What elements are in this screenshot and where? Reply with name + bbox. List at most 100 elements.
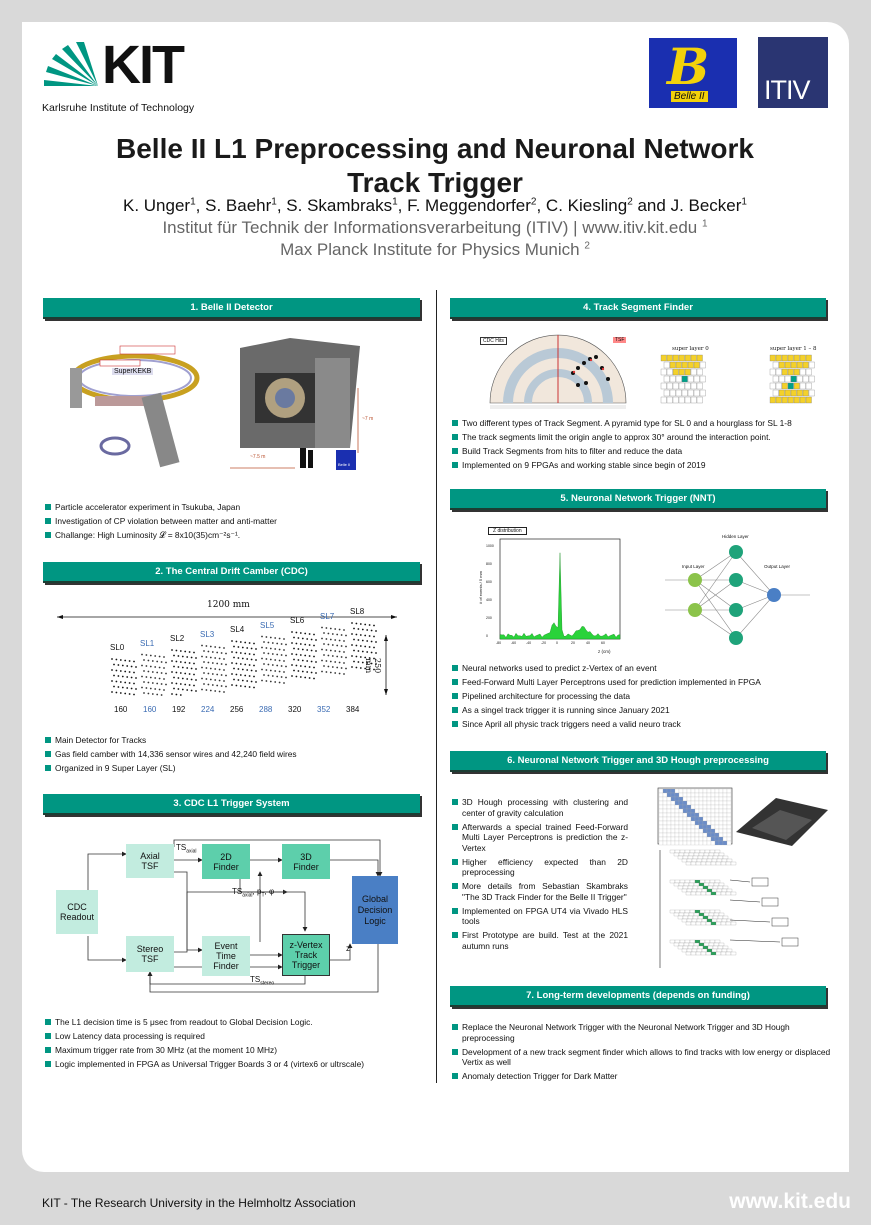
superlayer-label: SL7 (320, 611, 335, 621)
list-item: Investigation of CP violation between ma… (45, 514, 425, 528)
ts-axial-label: TSaxial (176, 843, 197, 855)
itiv-logo: ITIV (758, 37, 828, 108)
list-item: The track segments limit the origin angl… (452, 430, 837, 444)
kit-logo: KIT Karlsruhe Institute of Technology (42, 35, 212, 116)
hist-xtick: 20 (571, 641, 575, 645)
list-item: Logic implemented in FPGA as Universal T… (45, 1057, 430, 1071)
hist-ytick: 800 (486, 562, 492, 566)
hist-ytick: 1000 (486, 544, 494, 548)
hist-xtick: -20 (541, 641, 547, 645)
cdc-height-label: 250 mm (364, 658, 382, 674)
section-1-bullets: Particle accelerator experiment in Tsuku… (45, 500, 425, 542)
affiliation-2: Max Planck Institute for Physics Munich … (280, 240, 590, 259)
section-5-header: 5. Neuronal Network Trigger (NNT) (450, 489, 826, 510)
list-item: Organized in 9 Super Layer (SL) (45, 761, 425, 775)
list-item: Maximum trigger rate from 30 MHz (at the… (45, 1043, 430, 1057)
superlayer-wire-count: 384 (346, 705, 360, 714)
footer-url[interactable]: www.kit.edu (729, 1190, 851, 1213)
section-7-bullets: Replace the Neuronal Network Trigger wit… (452, 1022, 832, 1085)
list-item: Afterwards a special trained Feed-Forwar… (452, 822, 628, 854)
superkekb-label: SuperKEKB (112, 368, 154, 375)
neural-network-figure: Input Layer Hidden Layer Output Layer (660, 530, 830, 655)
superlayer-wire-count: 224 (201, 705, 215, 714)
ts-stereo-label: TSstereo (250, 975, 275, 987)
list-item: As a singel track trigger it is running … (452, 703, 837, 717)
hist-ytick: 200 (486, 616, 492, 620)
list-item: The L1 decision time is 5 μsec from read… (45, 1015, 430, 1029)
hist-xtick: 40 (586, 641, 590, 645)
belle2-detector-figure: SuperKEKB ~7 m ~7.5 m Belle II (60, 338, 420, 478)
list-item: Feed-Forward Multi Layer Perceptrons use… (452, 675, 837, 689)
hist-xtick: 0 (556, 641, 558, 645)
list-item: More details from Sebastian Skambraks "T… (452, 881, 628, 902)
nn-input-label: Input Layer (682, 564, 705, 569)
superlayer-wire-count: 288 (259, 705, 273, 714)
list-item: Neural networks used to predict z-Vertex… (452, 661, 837, 675)
section-2-bullets: Main Detector for Tracks Gas field cambe… (45, 733, 425, 775)
list-item: Development of a new track segment finde… (452, 1047, 832, 1068)
kit-logo-text: KIT (102, 35, 185, 95)
column-divider (436, 290, 437, 1083)
hist-ytick: 0 (486, 634, 488, 638)
cdc-hits-label: CDC Hits (480, 337, 507, 345)
superlayer-label: SL2 (170, 634, 185, 643)
poster-title-line1: Belle II L1 Preprocessing and Neuronal N… (116, 133, 754, 164)
section-3-bullets: The L1 decision time is 5 μsec from read… (45, 1015, 430, 1071)
superlayer-wire-count: 160 (114, 705, 128, 714)
list-item: Higher efficiency expected than 2D prepr… (452, 857, 628, 878)
superlayer-wire-count: 192 (172, 705, 186, 714)
nn-output-label: Output Layer (764, 564, 791, 569)
list-item: First Prototype are build. Test at the 2… (452, 930, 628, 951)
hist-xtick: -40 (526, 641, 532, 645)
superlayer-label: SL3 (200, 629, 215, 639)
superlayer-label: SL8 (350, 607, 365, 616)
poster-title-line2: Track Trigger (347, 167, 523, 198)
list-item: Implemented on 9 FPGAs and working stabl… (452, 458, 837, 472)
superlayer-label: SL4 (230, 625, 245, 634)
superlayer-wire-count: 320 (288, 705, 302, 714)
author-list: K. Unger1, S. Baehr1, S. Skambraks1, F. … (123, 196, 747, 215)
detector-dim-7.5m: ~7.5 m (250, 454, 266, 460)
section-4-header: 4. Track Segment Finder (450, 298, 826, 319)
section-5-bullets: Neural networks used to predict z-Vertex… (452, 661, 837, 731)
list-item: 3D Hough processing with clustering and … (452, 797, 628, 818)
kit-fan-icon (44, 42, 98, 86)
list-item: Gas field camber with 14,336 sensor wire… (45, 747, 425, 761)
list-item: Particle accelerator experiment in Tsuku… (45, 500, 425, 514)
superlayer-wire-count: 352 (317, 705, 331, 714)
superlayer-wire-count: 256 (230, 705, 244, 714)
hist-ylabel: # of events / 5 mm (478, 571, 483, 604)
sl18-label: super layer 1 – 8 (770, 346, 817, 352)
section-6-header: 6. Neuronal Network Trigger and 3D Hough… (450, 751, 826, 772)
z-distribution-histogram: Z distribution # of events / 5 mm z (cm)… (478, 524, 628, 656)
itiv-logo-text: ITIV (764, 75, 811, 105)
section-3-header: 3. CDC L1 Trigger System (43, 794, 420, 815)
belle2-logo: B Belle II (649, 38, 737, 108)
list-item: Low Latency data processing is required (45, 1029, 430, 1043)
hough-3d-figure (652, 780, 832, 972)
kit-logo-subtitle: Karlsruhe Institute of Technology (42, 102, 195, 114)
cdc-wire-layout (57, 615, 397, 696)
poster-sheet (22, 22, 849, 1172)
list-item: Two different types of Track Segment. A … (452, 416, 837, 430)
superlayer-wire-count: 160 (143, 705, 157, 714)
belle-b-glyph: B (667, 37, 710, 96)
list-item: Implemented on FPGA UT4 via Vivado HLS t… (452, 906, 628, 927)
footer-left-text: KIT - The Research University in the Hel… (42, 1196, 356, 1210)
detector-dim-7m: ~7 m (362, 416, 374, 422)
section-6-bullets: 3D Hough processing with clustering and … (452, 797, 628, 955)
list-item: Pipelined architecture for processing th… (452, 689, 837, 703)
affiliation-1: Institut für Technik der Informationsver… (162, 218, 708, 237)
hist-title: Z distribution (488, 527, 527, 535)
section-1-header: 1. Belle II Detector (43, 298, 420, 319)
list-item: Challange: High Luminosity 𝓛 = 8x10(35)c… (45, 528, 425, 542)
list-item: Since April all physic track triggers ne… (452, 717, 837, 731)
section-7-header: 7. Long-term developments (depends on fu… (450, 986, 826, 1007)
tsf-label: TSF (613, 337, 627, 343)
